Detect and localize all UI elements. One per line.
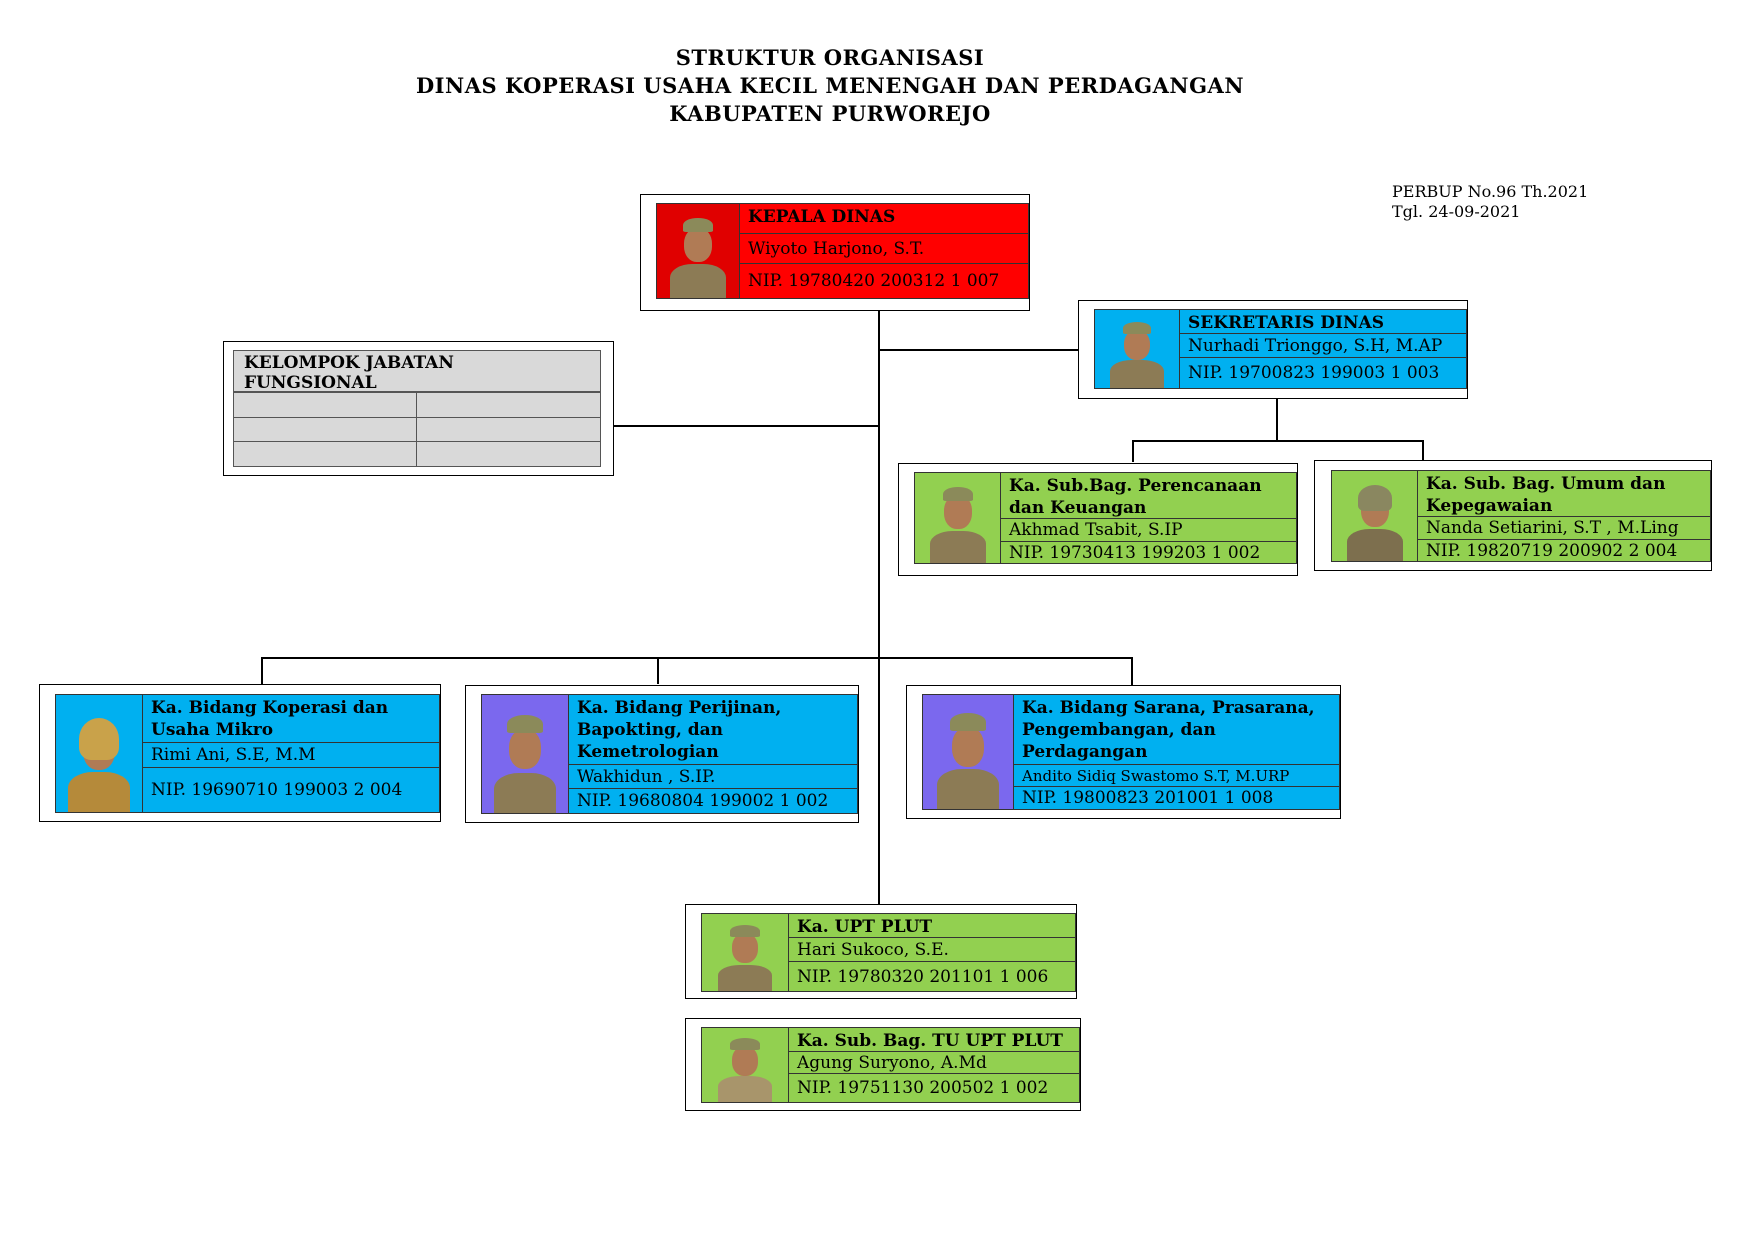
subbag-perencanaan-name: Akhmad Tsabit, S.IP: [1001, 519, 1296, 542]
connector-main-vertical: [878, 310, 880, 904]
regulation-date: Tgl. 24-09-2021: [1392, 202, 1521, 221]
fungsional-header: KELOMPOK JABATAN FUNGSIONAL: [233, 350, 601, 393]
subbag-perencanaan-box: Ka. Sub.Bag. Perencanaan dan Keuangan Ak…: [898, 463, 1298, 576]
subbag-perencanaan-nip: NIP. 19730413 199203 1 002: [1009, 542, 1261, 563]
bidang-perijinan-name: Wakhidun , S.IP.: [569, 765, 857, 789]
sekretaris-box: SEKRETARIS DINAS Nurhadi Trionggo, S.H, …: [1078, 300, 1468, 399]
upt-plut-card: Ka. UPT PLUT Hari Sukoco, S.E. NIP. 1978…: [701, 913, 1076, 992]
fungsional-row: [233, 392, 601, 418]
fungsional-grid: [233, 392, 601, 467]
connector-bidang-3: [1131, 657, 1133, 685]
subbag-umum-role: Ka. Sub. Bag. Umum dan Kepegawaian: [1418, 471, 1710, 517]
person-avatar-icon: [492, 699, 558, 813]
fungsional-box: KELOMPOK JABATAN FUNGSIONAL: [223, 341, 614, 476]
kepala-info: KEPALA DINAS Wiyoto Harjono, S.T. NIP. 1…: [740, 204, 1028, 298]
bidang-sarana-nip: NIP. 19800823 201001 1 008: [1022, 788, 1274, 808]
kepala-box: KEPALA DINAS Wiyoto Harjono, S.T. NIP. 1…: [640, 194, 1030, 311]
sekretaris-card: SEKRETARIS DINAS Nurhadi Trionggo, S.H, …: [1094, 309, 1467, 389]
sekretaris-name: Nurhadi Trionggo, S.H, M.AP: [1180, 334, 1466, 358]
subbag-tu-upt-info: Ka. Sub. Bag. TU UPT PLUT Agung Suryono,…: [789, 1028, 1079, 1102]
upt-plut-nip: NIP. 19780320 201101 1 006: [797, 966, 1049, 987]
sekretaris-role: SEKRETARIS DINAS: [1180, 310, 1466, 334]
kepala-name: Wiyoto Harjono, S.T.: [740, 234, 1028, 264]
upt-plut-name: Hari Sukoco, S.E.: [789, 938, 1075, 962]
page-title-line3: KABUPATEN PURWOREJO: [669, 101, 991, 126]
connector-subbag-horizontal: [1132, 440, 1424, 442]
connector-to-fungsional: [614, 425, 880, 427]
subbag-perencanaan-info: Ka. Sub.Bag. Perencanaan dan Keuangan Ak…: [1001, 473, 1296, 563]
upt-plut-role: Ka. UPT PLUT: [789, 914, 1075, 938]
fungsional-title: KELOMPOK JABATAN FUNGSIONAL: [244, 353, 454, 393]
bidang-koperasi-box: Ka. Bidang Koperasi dan Usaha Mikro Rimi…: [39, 684, 441, 822]
upt-plut-info: Ka. UPT PLUT Hari Sukoco, S.E. NIP. 1978…: [789, 914, 1075, 991]
connector-subbag-left: [1132, 440, 1134, 462]
person-avatar-icon: [1108, 312, 1166, 388]
fungsional-row: [233, 441, 601, 467]
subbag-tu-upt-nip: NIP. 19751130 200502 1 002: [797, 1078, 1049, 1098]
sekretaris-photo: [1095, 310, 1180, 388]
bidang-perijinan-role: Ka. Bidang Perijinan, Bapokting, dan Kem…: [569, 695, 857, 765]
kepala-card: KEPALA DINAS Wiyoto Harjono, S.T. NIP. 1…: [656, 203, 1029, 299]
sekretaris-nip: NIP. 19700823 199003 1 003: [1188, 363, 1440, 383]
subbag-umum-photo: [1332, 471, 1418, 561]
kepala-role: KEPALA DINAS: [740, 204, 1028, 234]
bidang-sarana-info: Ka. Bidang Sarana, Prasarana, Pengembang…: [1014, 695, 1339, 809]
subbag-umum-card: Ka. Sub. Bag. Umum dan Kepegawaian Nanda…: [1331, 470, 1711, 562]
kepala-photo: [657, 204, 740, 298]
upt-plut-box: Ka. UPT PLUT Hari Sukoco, S.E. NIP. 1978…: [685, 904, 1077, 999]
regulation-reference: PERBUP No.96 Th.2021: [1392, 182, 1589, 201]
subbag-tu-upt-photo: [702, 1028, 789, 1102]
upt-plut-photo: [702, 914, 789, 991]
bidang-koperasi-photo: [56, 695, 143, 812]
person-avatar-icon: [66, 700, 132, 812]
bidang-perijinan-photo: [482, 695, 569, 813]
bidang-perijinan-card: Ka. Bidang Perijinan, Bapokting, dan Kem…: [481, 694, 858, 814]
subbag-umum-info: Ka. Sub. Bag. Umum dan Kepegawaian Nanda…: [1418, 471, 1710, 561]
bidang-sarana-role: Ka. Bidang Sarana, Prasarana, Pengembang…: [1014, 695, 1339, 765]
person-avatar-icon: [1345, 473, 1405, 561]
connector-sekretaris-down: [1276, 398, 1278, 441]
connector-bidang-horizontal: [261, 657, 1133, 659]
subbag-umum-name: Nanda Setiarini, S.T , M.Ling: [1418, 517, 1710, 540]
kepala-nip: NIP. 19780420 200312 1 007: [748, 271, 1000, 291]
bidang-sarana-box: Ka. Bidang Sarana, Prasarana, Pengembang…: [906, 685, 1341, 819]
bidang-koperasi-name: Rimi Ani, S.E, M.M: [143, 743, 439, 768]
person-avatar-icon: [716, 1030, 774, 1102]
page-title-line1: STRUKTUR ORGANISASI: [675, 45, 985, 70]
subbag-perencanaan-card: Ka. Sub.Bag. Perencanaan dan Keuangan Ak…: [914, 472, 1297, 564]
person-avatar-icon: [928, 475, 988, 563]
subbag-umum-box: Ka. Sub. Bag. Umum dan Kepegawaian Nanda…: [1314, 460, 1712, 571]
bidang-koperasi-info: Ka. Bidang Koperasi dan Usaha Mikro Rimi…: [143, 695, 439, 812]
bidang-sarana-name: Andito Sidiq Swastomo S.T, M.URP: [1014, 765, 1339, 787]
bidang-sarana-photo: [923, 695, 1014, 809]
bidang-sarana-card: Ka. Bidang Sarana, Prasarana, Pengembang…: [922, 694, 1340, 810]
subbag-tu-upt-role: Ka. Sub. Bag. TU UPT PLUT: [789, 1028, 1079, 1052]
connector-to-sekretaris: [878, 349, 1078, 351]
bidang-perijinan-info: Ka. Bidang Perijinan, Bapokting, dan Kem…: [569, 695, 857, 813]
connector-bidang-1: [261, 657, 263, 684]
subbag-perencanaan-photo: [915, 473, 1001, 563]
subbag-tu-upt-box: Ka. Sub. Bag. TU UPT PLUT Agung Suryono,…: [685, 1018, 1081, 1111]
subbag-tu-upt-card: Ka. Sub. Bag. TU UPT PLUT Agung Suryono,…: [701, 1027, 1080, 1103]
bidang-koperasi-role: Ka. Bidang Koperasi dan Usaha Mikro: [143, 695, 439, 743]
subbag-perencanaan-role: Ka. Sub.Bag. Perencanaan dan Keuangan: [1001, 473, 1296, 519]
page-title-line2: DINAS KOPERASI USAHA KECIL MENENGAH DAN …: [415, 73, 1245, 98]
connector-subbag-right: [1422, 440, 1424, 460]
bidang-koperasi-card: Ka. Bidang Koperasi dan Usaha Mikro Rimi…: [55, 694, 440, 813]
bidang-perijinan-nip: NIP. 19680804 199002 1 002: [577, 791, 829, 811]
person-avatar-icon: [716, 917, 774, 991]
subbag-umum-nip: NIP. 19820719 200902 2 004: [1426, 540, 1678, 561]
fungsional-row: [233, 416, 601, 443]
subbag-tu-upt-name: Agung Suryono, A.Md: [789, 1052, 1079, 1074]
person-avatar-icon: [935, 699, 1001, 809]
connector-bidang-2: [657, 657, 659, 684]
bidang-perijinan-box: Ka. Bidang Perijinan, Bapokting, dan Kem…: [465, 685, 859, 823]
bidang-koperasi-nip: NIP. 19690710 199003 2 004: [151, 780, 403, 800]
sekretaris-info: SEKRETARIS DINAS Nurhadi Trionggo, S.H, …: [1180, 310, 1466, 388]
person-avatar-icon: [668, 208, 728, 298]
